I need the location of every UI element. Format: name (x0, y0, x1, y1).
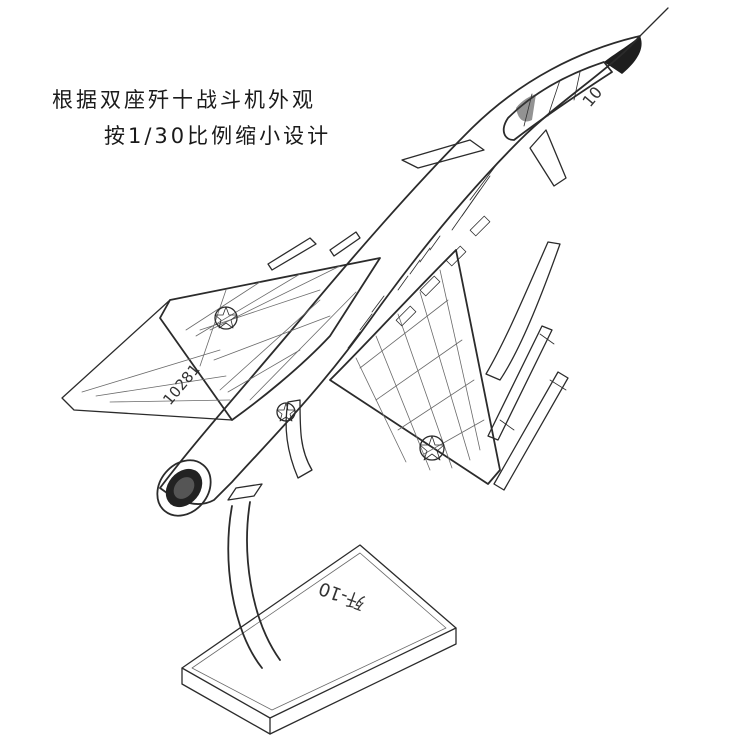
tail-number: 10281 (159, 360, 203, 408)
stand-label: 歼-10 (316, 577, 368, 613)
stand-base-top (181, 544, 457, 719)
ventral-fin (285, 399, 313, 479)
missile-left-2 (329, 231, 361, 257)
missile-right (487, 325, 553, 441)
wing-roundel-right (419, 435, 445, 461)
wing-roundel-left (214, 306, 238, 330)
stand-base-side (269, 627, 457, 735)
engine-nozzle (156, 459, 212, 517)
wing-right (329, 249, 501, 485)
missile-left (267, 237, 317, 271)
wing-left-lower (61, 299, 233, 421)
stand-arm (227, 505, 263, 669)
stand-mount (227, 483, 263, 501)
display-stand: 歼-10 (181, 483, 457, 735)
fuselage (159, 35, 641, 505)
stand-base-front (181, 667, 271, 735)
pitot-probe (639, 7, 669, 37)
canard-left (401, 139, 485, 169)
missile-far-right (493, 371, 569, 491)
fighter-jet: 10 (61, 7, 669, 517)
canard-right (529, 129, 567, 187)
caption-line-2: 按1/30比例缩小设计 (104, 124, 332, 148)
caption-line-1: 根据双座歼十战斗机外观 (52, 88, 316, 112)
drop-tank (485, 241, 561, 381)
canopy (502, 61, 613, 141)
